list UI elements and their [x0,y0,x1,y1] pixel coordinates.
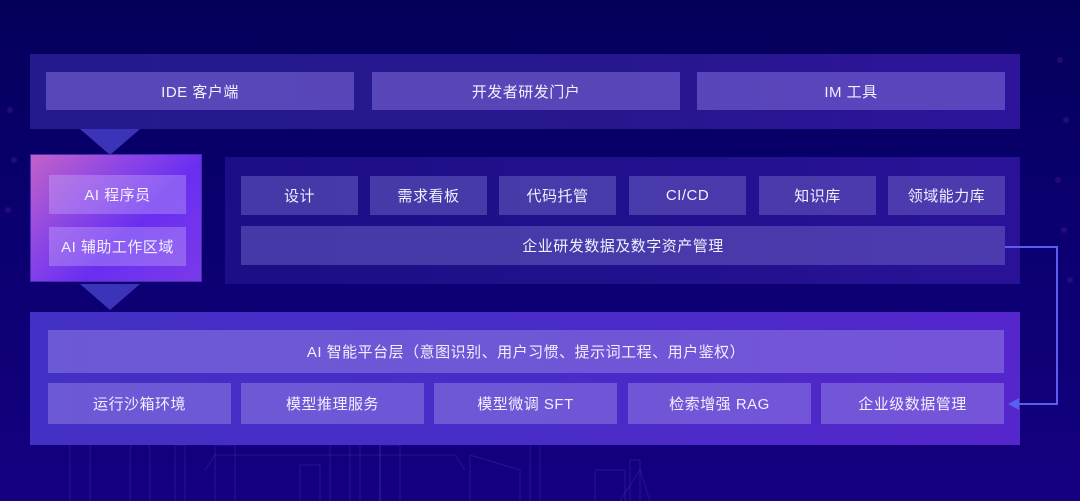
rd-data-management-box: 企业研发数据及数字资产管理 [241,226,1005,265]
im-tool-box: IM 工具 [697,72,1005,110]
ai-platform-panel: AI 智能平台层（意图识别、用户习惯、提示词工程、用户鉴权） 运行沙箱环境 模型… [30,312,1020,445]
knowledge-base-label: 知识库 [794,188,841,205]
ai-platform-layer-box: AI 智能平台层（意图识别、用户习惯、提示词工程、用户鉴权） [48,330,1004,373]
sandbox-box: 运行沙箱环境 [48,383,231,424]
ai-assistant-panel: AI 程序员 AI 辅助工作区域 [30,154,202,282]
dev-tools-panel: 设计 需求看板 代码托管 CI/CD 知识库 领域能力库 企业研发数据及数字资产… [225,157,1020,284]
developer-portal-label: 开发者研发门户 [471,83,581,101]
code-hosting-label: 代码托管 [526,188,589,205]
developer-portal-box: 开发者研发门户 [372,72,680,110]
ai-workspace-box: AI 辅助工作区域 [49,227,186,266]
enterprise-data-label: 企业级数据管理 [858,396,967,413]
ai-workspace-label: AI 辅助工作区域 [61,239,174,256]
design-label: 设计 [283,188,315,205]
inference-service-label: 模型推理服务 [285,396,379,413]
design-box: 设计 [241,176,358,215]
im-tool-label: IM 工具 [824,83,878,101]
knowledge-base-box: 知识库 [759,176,876,215]
ide-client-box: IDE 客户端 [46,72,354,110]
code-hosting-box: 代码托管 [499,176,616,215]
client-layer-panel: IDE 客户端 开发者研发门户 IM 工具 [30,54,1020,129]
ide-client-label: IDE 客户端 [161,83,239,101]
rag-box: 检索增强 RAG [628,383,811,424]
inference-service-box: 模型推理服务 [241,383,424,424]
fine-tuning-label: 模型微调 SFT [477,396,574,413]
ai-programmer-label: AI 程序员 [84,187,151,204]
down-arrow-icon [80,129,140,155]
requirements-board-box: 需求看板 [370,176,487,215]
sandbox-label: 运行沙箱环境 [92,396,186,413]
ai-platform-layer-label: AI 智能平台层（意图识别、用户习惯、提示词工程、用户鉴权） [306,344,746,361]
ai-programmer-box: AI 程序员 [49,175,186,214]
enterprise-data-box: 企业级数据管理 [821,383,1004,424]
rag-label: 检索增强 RAG [669,396,770,413]
down-arrow-icon [80,284,140,310]
cicd-box: CI/CD [629,176,746,215]
requirements-board-label: 需求看板 [397,188,460,205]
fine-tuning-box: 模型微调 SFT [434,383,617,424]
domain-capability-label: 领域能力库 [907,188,986,205]
rd-data-management-label: 企业研发数据及数字资产管理 [522,238,724,255]
cicd-label: CI/CD [665,187,710,204]
domain-capability-box: 领域能力库 [888,176,1005,215]
